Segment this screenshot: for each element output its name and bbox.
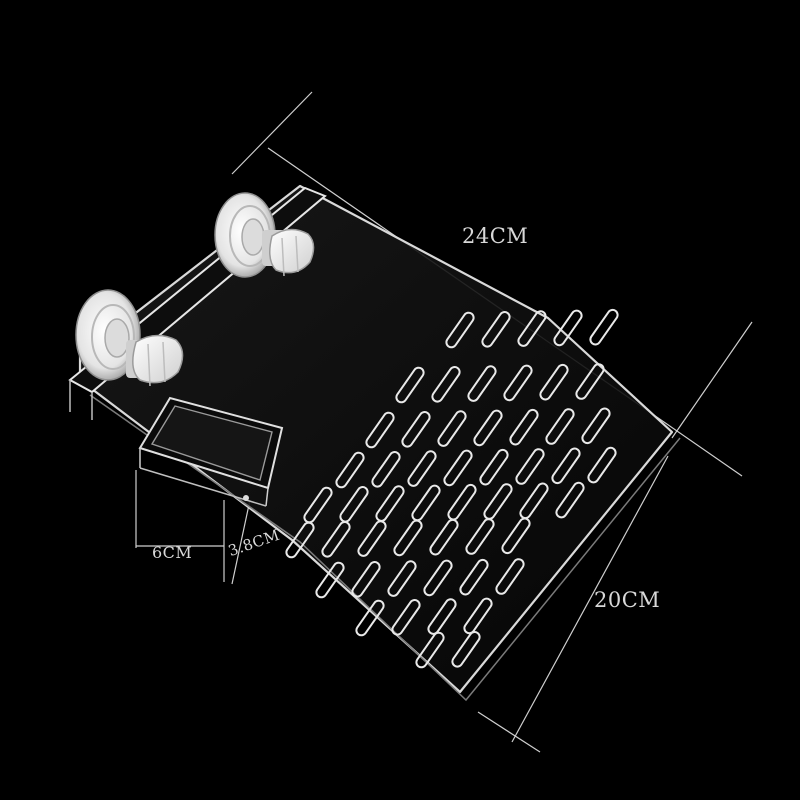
ramp-slot [501, 517, 531, 555]
ramp-slot [483, 483, 513, 520]
ramp-slot [581, 407, 611, 445]
ramp-slot [355, 599, 385, 637]
ramp-slot [517, 310, 547, 347]
ramp-slot [539, 363, 569, 401]
ramp-slot [451, 631, 481, 668]
ramp-slot [551, 447, 581, 485]
ramp-slot [407, 450, 437, 487]
suction-cup-top [214, 192, 276, 278]
length-label: 24CM [462, 224, 529, 248]
ramp-slots [285, 308, 619, 669]
ramp-slot [575, 363, 605, 400]
ramp-slot [545, 408, 575, 445]
length-extension-right [671, 321, 753, 439]
ramp-slot [371, 451, 401, 488]
ramp-slot [365, 411, 395, 449]
ramp-slot [473, 409, 503, 447]
ramp-slot [503, 364, 533, 402]
ramp-slot [459, 558, 489, 596]
ramp-slot [515, 448, 545, 485]
knob-top [262, 228, 315, 277]
feeding-dish [138, 396, 284, 507]
ramp-slot [315, 561, 345, 599]
ramp-slot [509, 408, 539, 446]
ramp-slot [321, 521, 351, 558]
ramp-slot [303, 486, 333, 524]
width-dimension-line [511, 455, 669, 743]
ramp-slot [447, 483, 477, 521]
ramp-slot [357, 520, 387, 557]
ramp-slot [479, 448, 509, 486]
ramp-slot [393, 519, 423, 557]
ramp-slot [467, 365, 497, 402]
length-extension-left [231, 91, 313, 175]
ramp-slot [335, 451, 365, 489]
ramp-slot [423, 559, 453, 597]
ramp-slot [431, 366, 461, 403]
ramp-slot [429, 518, 459, 556]
ramp-slot [555, 481, 585, 519]
ramp-slot [481, 311, 511, 348]
feeder-depth-line [231, 499, 251, 585]
ramp-slot [443, 449, 473, 487]
width-extension-bottom [477, 711, 541, 753]
ramp-slot [375, 485, 405, 522]
ramp-slot [351, 561, 381, 598]
width-label: 20CM [594, 588, 661, 612]
ramp-slot [285, 521, 315, 559]
ramp-slot [445, 311, 475, 349]
ramp-slot [589, 308, 619, 346]
feeder-width-label: 6CM [152, 543, 193, 562]
ramp-slot [401, 411, 431, 448]
ramp-slot [437, 410, 467, 447]
ramp-slot [427, 598, 457, 635]
ramp-slot [465, 518, 495, 555]
ramp-slot [415, 631, 445, 669]
ramp-slot [391, 599, 421, 636]
suction-cup-bottom [75, 289, 141, 381]
ramp-slot [463, 597, 493, 635]
ramp-slot [519, 482, 549, 520]
ramp-slot [553, 309, 583, 347]
ramp-slot [587, 446, 617, 484]
knob-bottom [126, 334, 184, 387]
ramp-slot [387, 560, 417, 597]
ramp-slot [339, 486, 369, 523]
ramp-slot [495, 558, 525, 595]
ramp-slot [395, 366, 425, 404]
ramp-slot [411, 484, 441, 522]
